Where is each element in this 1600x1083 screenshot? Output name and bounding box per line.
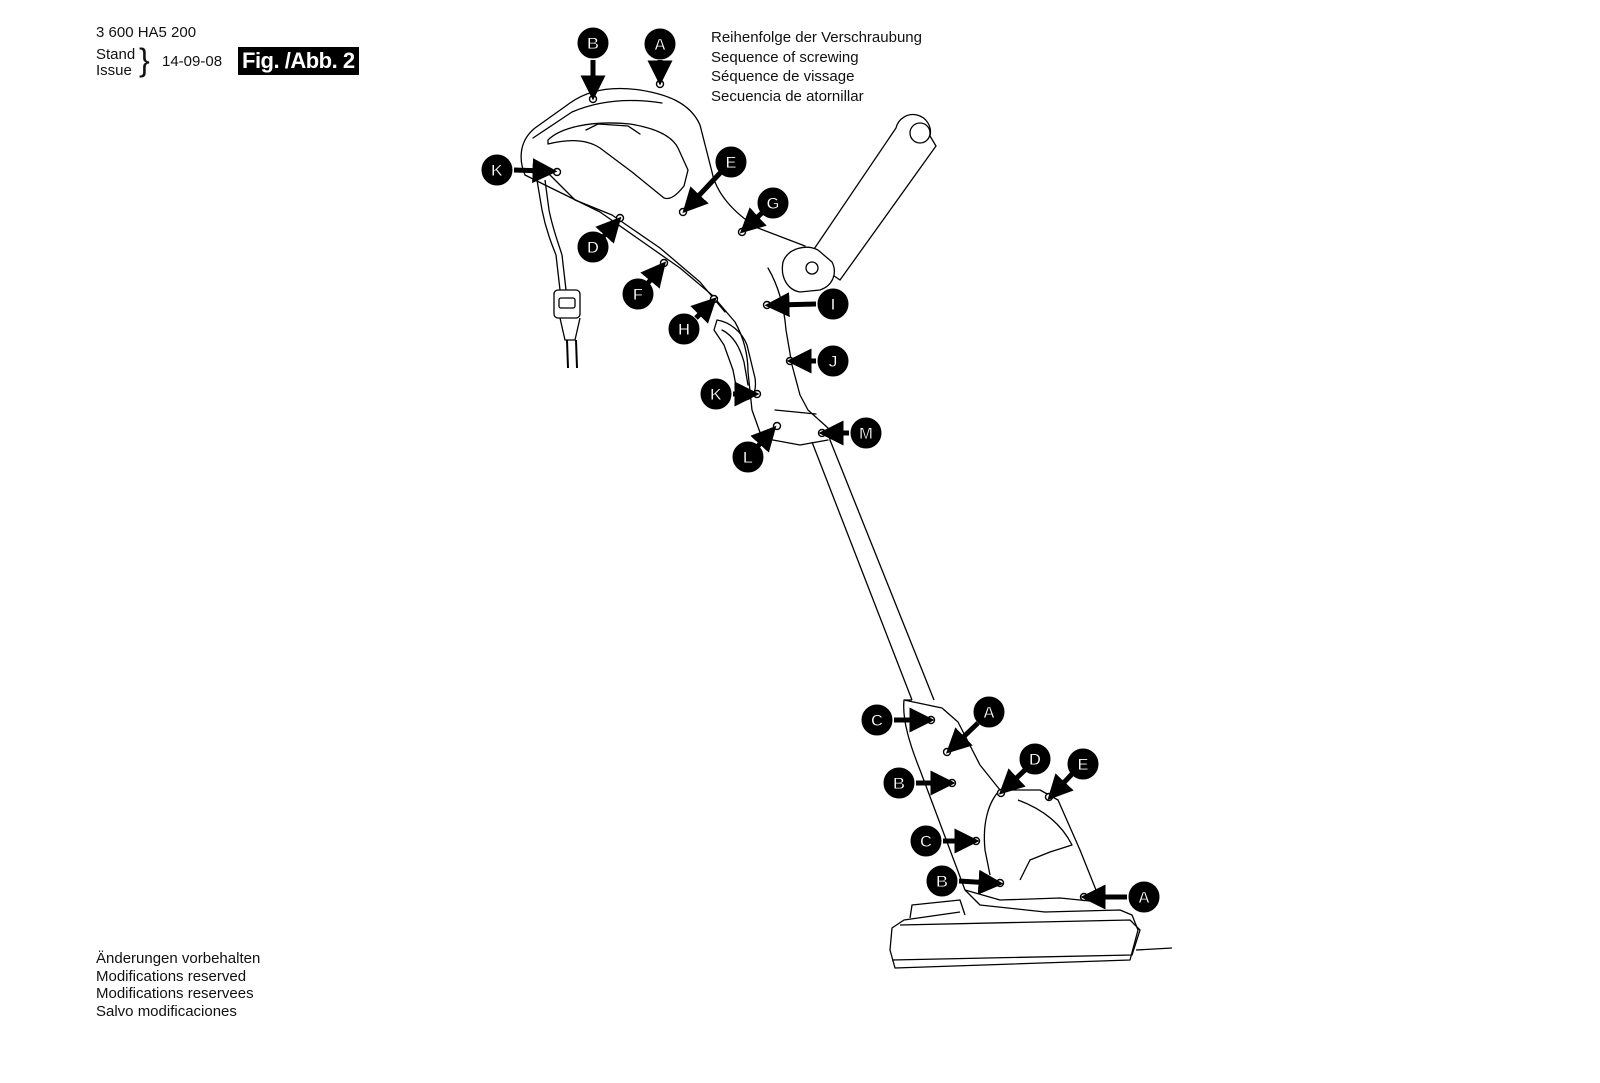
- figure-label: Fig. /Abb. 2: [238, 47, 359, 75]
- callout-marker: F: [622, 261, 667, 310]
- sequence-note-fr: Séquence de vissage: [711, 68, 855, 85]
- callout-marker: E: [1047, 748, 1099, 801]
- handle-body-front-line: [774, 409, 817, 415]
- screw-point: [552, 167, 562, 177]
- screw-point: [942, 747, 952, 757]
- issue-label: Issue: [96, 62, 132, 79]
- callout-marker: H: [668, 297, 717, 345]
- guard-wheel: [909, 899, 966, 919]
- callout-label: E: [725, 153, 736, 172]
- callout-marker: B: [883, 767, 956, 799]
- screw-point: [996, 788, 1006, 798]
- callout-marker: I: [764, 288, 849, 320]
- callout-marker: C: [861, 704, 935, 736]
- modifications-note-es: Salvo modificaciones: [96, 1002, 237, 1020]
- callout-marker: G: [739, 187, 789, 234]
- stand-issue-label: Stand Issue: [96, 47, 135, 79]
- callout-markers: B A K E G D: [481, 27, 1160, 913]
- callout-label: L: [743, 448, 753, 467]
- callout-marker: A: [644, 28, 676, 86]
- stand-label: Stand: [96, 46, 136, 63]
- screw-point: [971, 836, 981, 846]
- screw-point: [772, 421, 782, 431]
- sequence-note: Reihenfolge der Verschraubung Sequence o…: [711, 28, 922, 106]
- callout-marker: B: [577, 27, 609, 101]
- callout-marker: D: [577, 216, 622, 263]
- base-plate: [891, 919, 1141, 961]
- callout-marker: C: [910, 825, 980, 857]
- callout-marker: E: [682, 146, 747, 214]
- screw-point: [995, 878, 1005, 888]
- handle-grip-inner: [585, 123, 641, 135]
- callout-label: B: [587, 34, 599, 53]
- callout-label: D: [1029, 750, 1041, 769]
- callout-marker: M: [818, 417, 882, 449]
- callout-label: J: [828, 352, 837, 371]
- callout-marker: A: [1080, 881, 1160, 913]
- screw-point: [1044, 792, 1054, 802]
- shaft: [811, 439, 935, 701]
- screw-point: [926, 715, 936, 725]
- screw-point: [737, 227, 747, 237]
- top-handle-inner-top: [532, 99, 663, 139]
- trigger-recess-inner: [721, 329, 749, 386]
- callout-marker: J: [786, 345, 849, 377]
- callout-label: A: [983, 703, 995, 722]
- screw-point: [817, 428, 827, 438]
- callout-label: B: [936, 872, 948, 891]
- callout-label: K: [710, 385, 723, 404]
- callout-marker: K: [481, 154, 558, 186]
- callout-marker: K: [700, 378, 760, 410]
- modifications-note: Änderungen vorbehalten Modifications res…: [96, 950, 260, 1020]
- callout-label: A: [1138, 888, 1150, 907]
- callout-label: G: [766, 194, 779, 213]
- power-cord: [536, 179, 581, 369]
- screw-point: [615, 213, 625, 223]
- callout-label: B: [893, 774, 905, 793]
- callout-label: C: [920, 832, 932, 851]
- callout-marker: B: [926, 865, 1004, 897]
- sequence-note-en: Sequence of screwing: [711, 48, 859, 66]
- sequence-note-es: Secuencia de atornillar: [711, 87, 864, 105]
- modifications-note-de: Änderungen vorbehalten: [96, 950, 261, 967]
- callout-marker: L: [732, 425, 777, 473]
- issue-date: 14-09-08: [162, 53, 223, 70]
- screw-point: [785, 356, 795, 366]
- handle-grip-opening: [547, 122, 689, 200]
- callout-marker: D: [998, 743, 1051, 795]
- callout-label: K: [491, 161, 504, 180]
- callout-label: A: [654, 35, 666, 54]
- guard-edge: [1135, 947, 1173, 951]
- callout-label: E: [1077, 755, 1088, 774]
- callout-label: C: [871, 711, 883, 730]
- screw-points: [552, 79, 1089, 902]
- screw-point: [709, 294, 719, 304]
- screw-point: [947, 778, 957, 788]
- screw-point: [762, 300, 772, 310]
- callout-marker: A: [945, 696, 1005, 754]
- callout-label: H: [678, 320, 690, 339]
- callout-label: M: [859, 424, 873, 443]
- callout-label: I: [831, 295, 836, 314]
- top-handle-outline: [520, 87, 806, 247]
- callout-label: F: [633, 285, 643, 304]
- brace-glyph: }: [139, 42, 150, 78]
- part-number: 3 600 HA5 200: [96, 24, 197, 41]
- screw-point: [1079, 892, 1089, 902]
- callout-label: D: [587, 238, 599, 257]
- modifications-note-fr: Modifications reservees: [96, 985, 254, 1002]
- auxiliary-handle: [781, 113, 937, 293]
- sequence-note-de: Reihenfolge der Verschraubung: [711, 29, 922, 46]
- screw-point: [752, 389, 762, 399]
- screw-point: [678, 207, 688, 217]
- handle-body-right-edge: [544, 169, 726, 313]
- screw-point: [588, 94, 598, 104]
- screw-point: [659, 258, 669, 268]
- modifications-note-en: Modifications reserved: [96, 967, 247, 985]
- screw-point: [655, 79, 665, 89]
